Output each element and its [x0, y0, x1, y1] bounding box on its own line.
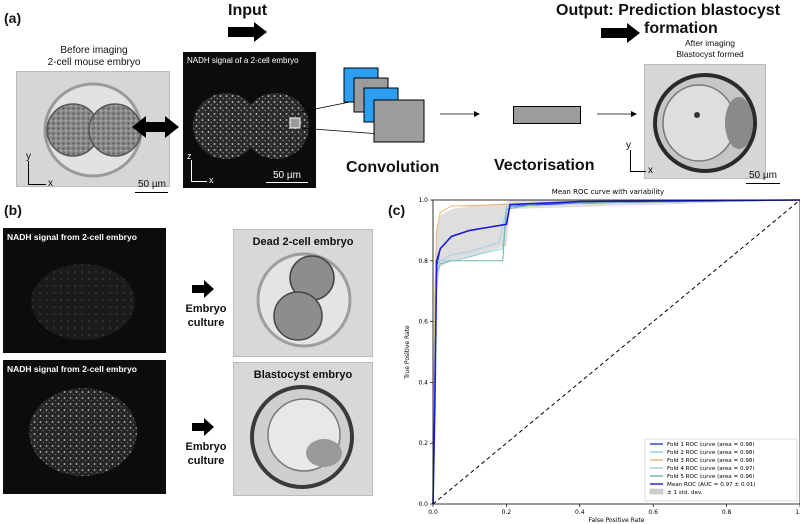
nadh-bright-embryo: [29, 388, 137, 476]
y-tick-label: 0.6: [418, 319, 428, 326]
axis-z-label: z: [187, 151, 192, 161]
nadh-bottom-image: NADH signal from 2-cell embryo: [3, 360, 166, 494]
before-caption-line2: 2-cell mouse embryo: [47, 57, 141, 68]
culture-arrow-top-icon: [192, 280, 214, 298]
x-tick-label: 0.6: [648, 509, 658, 516]
y-tick-label: 0.0: [418, 501, 428, 508]
nadh-bottom-title: NADH signal from 2-cell embryo: [7, 364, 137, 374]
plot-frame: [432, 199, 800, 505]
double-arrow-icon: [132, 116, 179, 138]
nadh-two-cell-fluorescence: [193, 93, 309, 159]
legend-entry: Fold 5 ROC curve (area = 0.96): [667, 474, 755, 480]
panel-b-label: (b): [4, 202, 22, 218]
x-tick-label: 0.2: [502, 509, 512, 516]
arrow-to-output-icon: [597, 111, 637, 117]
scale-bar-a2: [266, 182, 308, 183]
legend-entry: Fold 3 ROC curve (area = 0.98): [667, 458, 755, 464]
axis-y-label: y: [26, 151, 31, 162]
y-tick-label: 0.4: [418, 379, 428, 386]
chance-line: [432, 199, 800, 505]
y-tick-label: 1.0: [418, 197, 428, 204]
convolution-label: Convolution: [346, 159, 440, 176]
legend-entry: Fold 2 ROC curve (area = 0.98): [667, 450, 755, 456]
blastocyst-embryo-label: Blastocyst embryo: [253, 369, 353, 381]
blastocyst-brightfield: [653, 73, 757, 173]
panel-c-label: (c): [388, 202, 406, 218]
legend-entry: ± 1 std. dev.: [667, 490, 703, 496]
x-tick-label: 0.8: [722, 509, 732, 516]
output-arrow-icon: [601, 23, 640, 43]
y-axis-label: True Positive Rate: [404, 325, 411, 380]
scale-bar-a1: [135, 192, 168, 193]
roc-series-6: [432, 199, 800, 505]
panel-a-label: (a): [4, 10, 22, 26]
legend-swatch: [649, 488, 664, 495]
before-caption-line1: Before imaging: [60, 45, 128, 56]
y-tick-label: 0.8: [418, 258, 428, 265]
axis-x-label-a3: x: [648, 165, 653, 176]
convolution-stack-diagram: [299, 67, 425, 143]
nadh-top-image: NADH signal from 2-cell embryo: [3, 228, 166, 353]
after-caption-line2: Blastocyst formed: [676, 49, 744, 59]
culture-arrow-bottom-icon: [192, 418, 214, 436]
nadh-signal-image: NADH signal of a 2-cell embryo: [183, 52, 316, 188]
axis-x-label: x: [48, 178, 53, 189]
culture-top-line1: Embryo: [185, 303, 227, 315]
x-tick-label: 0.4: [575, 509, 585, 516]
input-arrow-icon: [228, 22, 267, 42]
legend-entry: Mean ROC (AUC = 0.97 ± 0.01): [667, 482, 756, 488]
nadh-top-title: NADH signal from 2-cell embryo: [7, 232, 137, 242]
output-title-line2: formation: [644, 20, 718, 37]
feature-map-4: [373, 99, 425, 143]
axis-x-label-nadh: x: [209, 175, 214, 185]
scale-label-a3: 50 µm: [749, 170, 777, 181]
scale-label-a2: 50 µm: [273, 170, 301, 181]
blastocyst-embryo-image: Blastocyst embryo: [233, 362, 373, 496]
vector-block: [513, 106, 581, 124]
xy-axes-glyph-a3: y x: [626, 140, 656, 176]
roc-chart: Mean ROC curve with variability 0.0 0.2 0.…: [404, 188, 800, 524]
blastocyst-brightfield-b: [250, 385, 354, 489]
culture-label-top: Embryo culture: [176, 302, 236, 330]
x-tick-label: 1.0: [795, 509, 800, 516]
scale-bar-a3: [746, 183, 780, 184]
after-imaging-caption: After imaging Blastocyst formed: [642, 38, 778, 60]
culture-top-line2: culture: [187, 317, 225, 329]
legend-box: [644, 438, 798, 502]
legend-entry: Fold 4 ROC curve (area = 0.97): [667, 466, 755, 472]
xy-axes-glyph-a1: y x: [26, 151, 56, 189]
dead-two-cell-brightfield: [256, 252, 352, 348]
nadh-caption: NADH signal of a 2-cell embryo: [187, 56, 299, 65]
vectorisation-label: Vectorisation: [494, 157, 595, 174]
culture-label-bottom: Embryo culture: [176, 440, 236, 468]
legend-entry: Fold 1 ROC curve (area = 0.98): [667, 442, 755, 448]
culture-bottom-line1: Embryo: [185, 441, 227, 453]
input-title: Input: [228, 2, 268, 19]
nadh-dim-embryo: [31, 264, 135, 340]
output-title-line1: Output: Prediction blastocyst: [556, 2, 781, 19]
axis-y-label-a3: y: [626, 140, 631, 151]
dead-embryo-image: Dead 2-cell embryo: [233, 229, 373, 357]
culture-bottom-line2: culture: [187, 455, 225, 467]
x-axis-label: False Positive Rate: [589, 517, 645, 524]
zoom-line-bottom: [299, 127, 381, 135]
arrow-to-vector-icon: [440, 111, 480, 117]
y-tick-label: 0.2: [418, 440, 428, 447]
after-imaging-micrograph: [644, 64, 766, 179]
before-imaging-caption: Before imaging 2-cell mouse embryo: [18, 45, 170, 69]
chart-title: Mean ROC curve with variability: [552, 188, 664, 196]
after-caption-line1: After imaging: [684, 38, 736, 48]
scale-label-a1: 50 µm: [138, 179, 166, 190]
dead-embryo-label: Dead 2-cell embryo: [252, 236, 354, 248]
x-tick-label: 0.0: [428, 509, 438, 516]
zx-axes-glyph: z x: [187, 151, 217, 186]
